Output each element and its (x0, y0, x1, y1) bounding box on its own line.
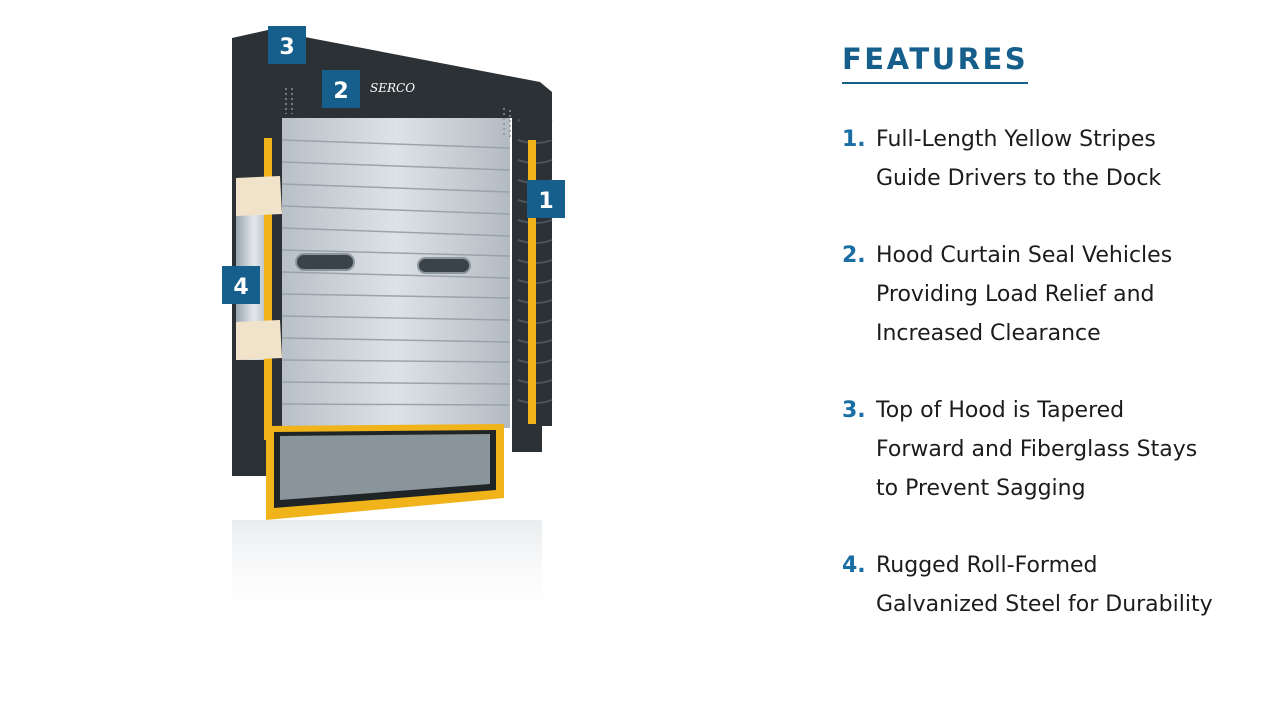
feature-item: 3. Top of Hood is Tapered Forward and Fi… (842, 391, 1262, 508)
svg-text:3: 3 (279, 35, 294, 60)
features-heading: FEATURES (842, 43, 1029, 84)
svg-text:1: 1 (538, 189, 553, 214)
feature-text: Top of Hood is Tapered Forward and Fiber… (876, 397, 1198, 501)
svg-text:4: 4 (233, 275, 248, 300)
svg-text:2: 2 (333, 79, 348, 104)
dock-leveler-surface (280, 434, 490, 500)
feature-text: Full-Length Yellow Stripes Guide Drivers… (876, 126, 1162, 191)
marker-1: 1 (527, 180, 565, 218)
door-panel-lines (281, 139, 511, 406)
serco-logo: SERCO (370, 81, 415, 95)
feature-number: 3. (842, 397, 866, 423)
dock-seal-illustration: SERCO 3 2 1 4 (222, 26, 565, 630)
right-yellow-stripe (528, 112, 536, 424)
marker-4: 4 (222, 266, 260, 304)
hood-stays (285, 88, 511, 138)
lower-foam-pad (236, 320, 282, 360)
feature-number: 4. (842, 552, 866, 578)
left-yellow-stripe (264, 118, 272, 440)
feature-number: 2. (842, 242, 866, 268)
hood-curtain (232, 30, 552, 140)
door-window-right (417, 257, 471, 274)
feature-item: 1. Full-Length Yellow Stripes Guide Driv… (842, 120, 1262, 198)
door-window-left (295, 253, 355, 271)
feature-text: Hood Curtain Seal Vehicles Providing Loa… (876, 242, 1173, 346)
feature-text: Rugged Roll-Formed Galvanized Steel for … (876, 552, 1213, 617)
floor-reflection (232, 520, 542, 630)
upper-foam-pad (236, 176, 282, 216)
feature-number: 1. (842, 126, 866, 152)
feature-item: 4. Rugged Roll-Formed Galvanized Steel f… (842, 546, 1262, 624)
features-list: 1. Full-Length Yellow Stripes Guide Driv… (842, 120, 1262, 624)
feature-item: 2. Hood Curtain Seal Vehicles Providing … (842, 236, 1262, 353)
marker-3: 3 (268, 26, 306, 64)
features-panel: FEATURES 1. Full-Length Yellow Stripes G… (842, 43, 1262, 662)
right-bumper (512, 424, 542, 452)
marker-2: 2 (322, 70, 360, 108)
